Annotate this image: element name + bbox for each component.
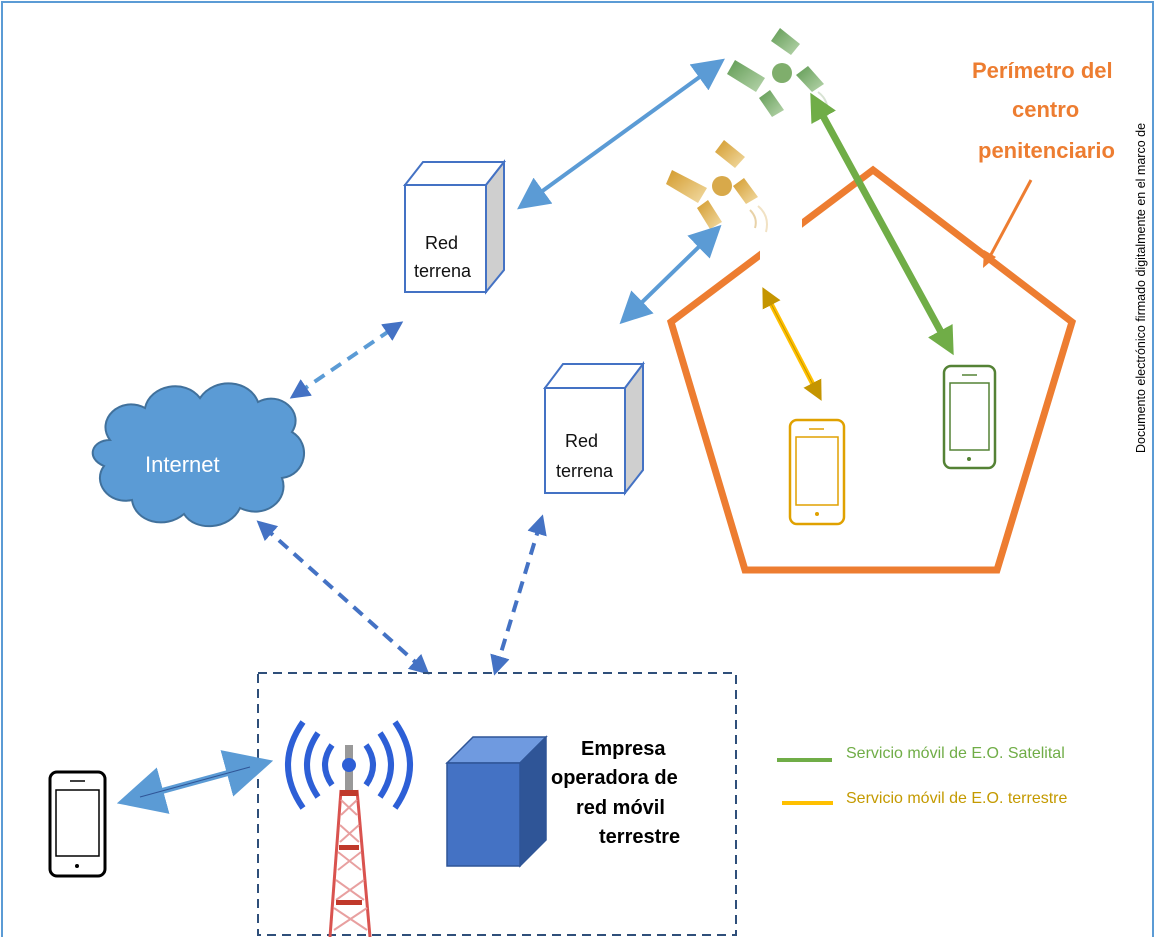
ground-station-1-label-line1: Red (425, 233, 459, 253)
operator-label-line1: Empresa (581, 738, 666, 760)
perimeter-pointer-arrow (985, 179, 1033, 263)
operator-server-box (445, 735, 548, 868)
link-red1-satellite-green (517, 58, 725, 210)
satellite-link-green (810, 92, 954, 356)
operator-label-line2: operadora de (551, 767, 678, 789)
signature-watermark: Documento electrónico firmado digitalmen… (1134, 123, 1148, 453)
satellite-yellow-icon (666, 140, 768, 233)
perimeter-title-line1: Perímetro del (972, 58, 1113, 83)
link-red2-satellite-yellow (619, 224, 722, 325)
link-internet-operator (256, 520, 430, 675)
signature-watermark-text: Documento electrónico firmado digitalmen… (1134, 123, 1148, 453)
phone-satellite-icon (942, 364, 997, 470)
link-internet-red1 (289, 321, 404, 399)
operator-label-line4: terrestre (599, 826, 681, 848)
perimeter-title-line3: penitenciario (978, 138, 1115, 163)
phone-external-icon (48, 770, 107, 878)
internet-label: Internet (145, 452, 220, 477)
internet-cloud-icon (91, 382, 305, 528)
operator-boundary (257, 672, 737, 936)
ground-station-1 (402, 159, 507, 295)
ground-station-2-label-line1: Red (565, 431, 599, 451)
legend-satellite-label: Servicio móvil de E.O. Satelital (846, 745, 1065, 762)
prison-perimeter (666, 165, 1077, 574)
phone-terrestrial-icon (788, 418, 846, 526)
link-red2-operator (490, 514, 547, 676)
satellite-green-icon (727, 28, 829, 117)
ground-station-1-label-line2: terrena (414, 261, 472, 281)
ground-station-2 (543, 361, 645, 496)
cell-tower-icon (285, 720, 413, 937)
ground-station-2-label-line2: terrena (556, 461, 614, 481)
legend-terrestrial-label: Servicio móvil de E.O. terrestre (846, 790, 1068, 807)
perimeter-title-line2: centro (1012, 97, 1080, 122)
operator-label-line3: red móvil (576, 797, 665, 819)
